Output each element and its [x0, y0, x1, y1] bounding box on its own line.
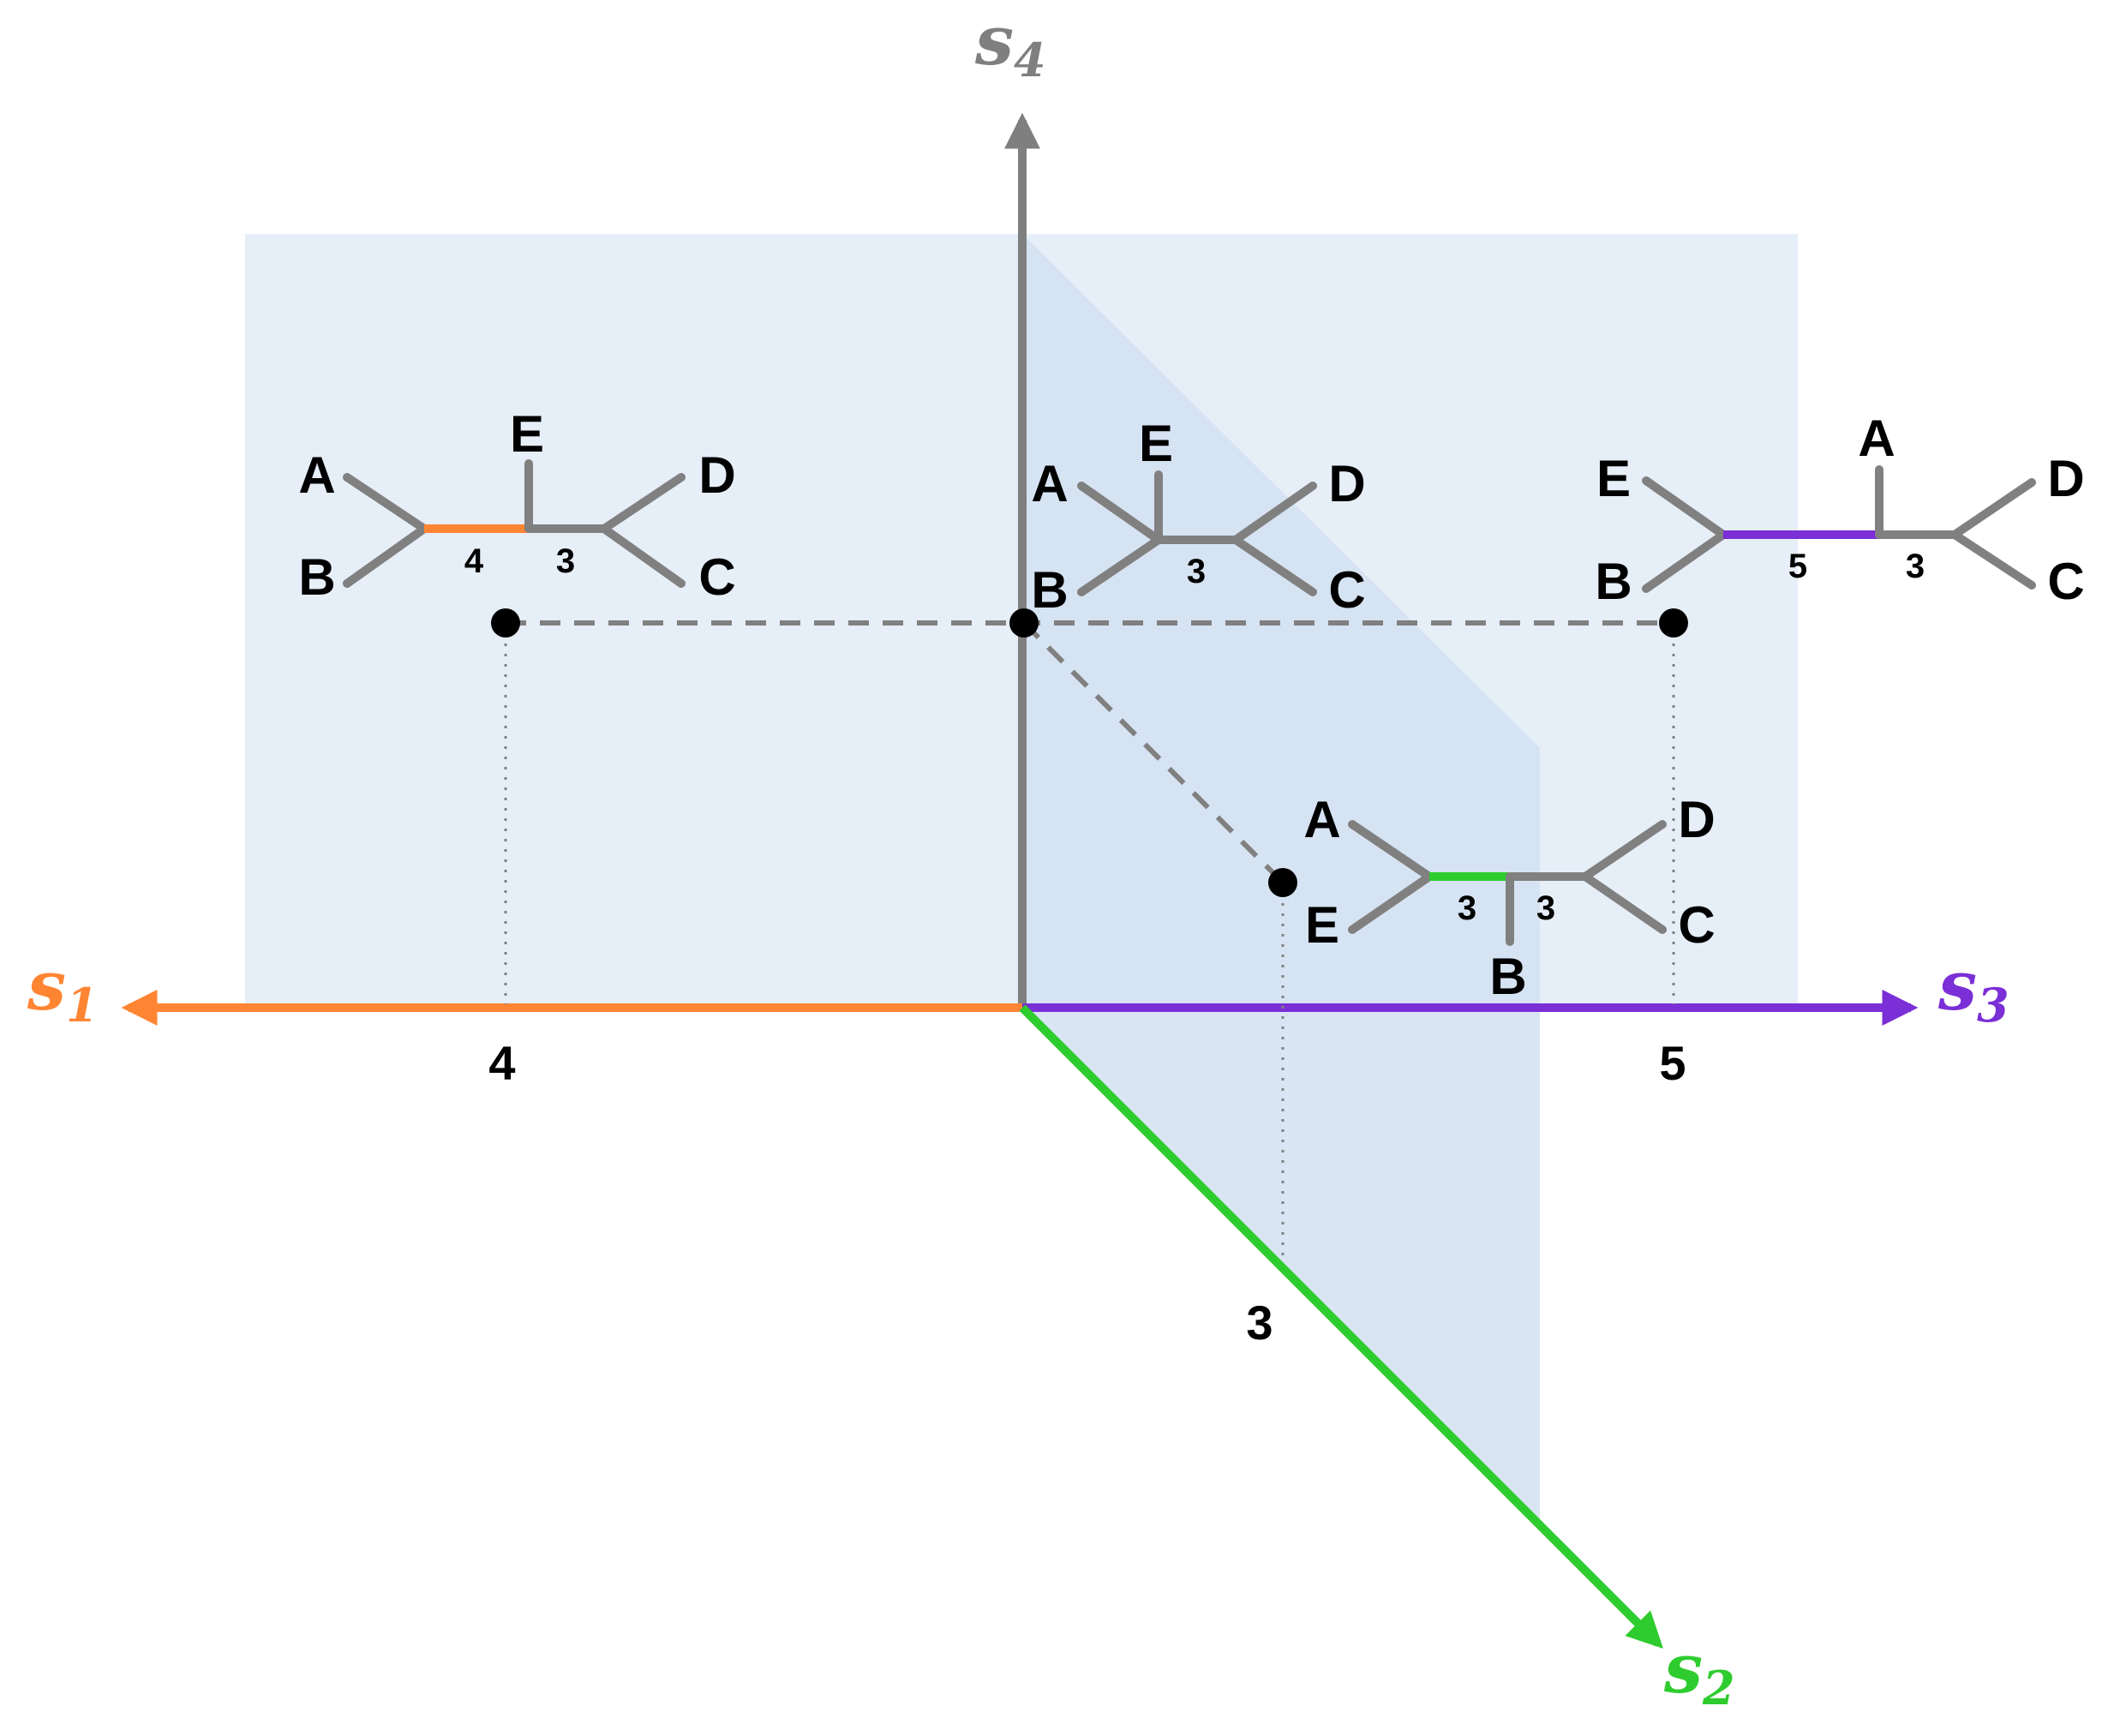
tree-right: E B A D C 5 3: [1595, 410, 2084, 610]
svg-text:4: 4: [464, 542, 484, 580]
svg-text:E: E: [1596, 450, 1631, 507]
svg-text:D: D: [2047, 450, 2084, 507]
svg-text:C: C: [1328, 561, 1365, 619]
svg-text:D: D: [1678, 791, 1715, 848]
point-s3: [1659, 608, 1688, 638]
tree-left: A B E D C 4 3: [298, 405, 735, 606]
point-s2: [1268, 868, 1297, 897]
tick-s3: 5: [1659, 1036, 1686, 1090]
axis-s3-label: s3: [1937, 945, 2009, 1033]
svg-text:A: A: [1031, 455, 1068, 512]
svg-text:A: A: [1303, 791, 1340, 848]
axis-s4-label: s4: [974, 0, 1046, 87]
svg-text:B: B: [1031, 561, 1068, 619]
point-origin: [1009, 608, 1039, 638]
svg-text:3: 3: [1906, 548, 1925, 585]
point-s1: [491, 608, 520, 638]
svg-text:E: E: [510, 405, 544, 463]
tree-center: A B E D C 3: [1031, 415, 1365, 619]
svg-text:5: 5: [1788, 548, 1807, 585]
svg-text:C: C: [698, 548, 735, 606]
svg-text:C: C: [1678, 896, 1715, 954]
svg-text:A: A: [1858, 410, 1895, 467]
dashed-guides: [506, 620, 1674, 885]
svg-text:B: B: [1595, 553, 1632, 610]
axis-s2: [1019, 1004, 1663, 1649]
svg-text:E: E: [1305, 896, 1339, 954]
svg-text:A: A: [298, 446, 335, 504]
tree-bottom: A E B D C 3 3: [1303, 791, 1715, 1005]
svg-text:B: B: [298, 548, 335, 606]
svg-text:C: C: [2047, 553, 2084, 610]
svg-text:B: B: [1489, 948, 1526, 1005]
svg-text:3: 3: [1536, 889, 1555, 927]
svg-text:3: 3: [1187, 553, 1206, 590]
svg-text:3: 3: [1458, 889, 1476, 927]
svg-text:D: D: [1328, 455, 1365, 512]
svg-text:D: D: [698, 446, 735, 504]
tick-s2: 3: [1246, 1296, 1273, 1350]
axis-s1-label: s1: [27, 945, 99, 1033]
axis-s2-label: s2: [1663, 1628, 1735, 1715]
svg-text:E: E: [1139, 415, 1173, 472]
tick-s1: 4: [488, 1036, 515, 1090]
dotted-guides: [504, 623, 1675, 1260]
svg-text:3: 3: [556, 542, 575, 580]
